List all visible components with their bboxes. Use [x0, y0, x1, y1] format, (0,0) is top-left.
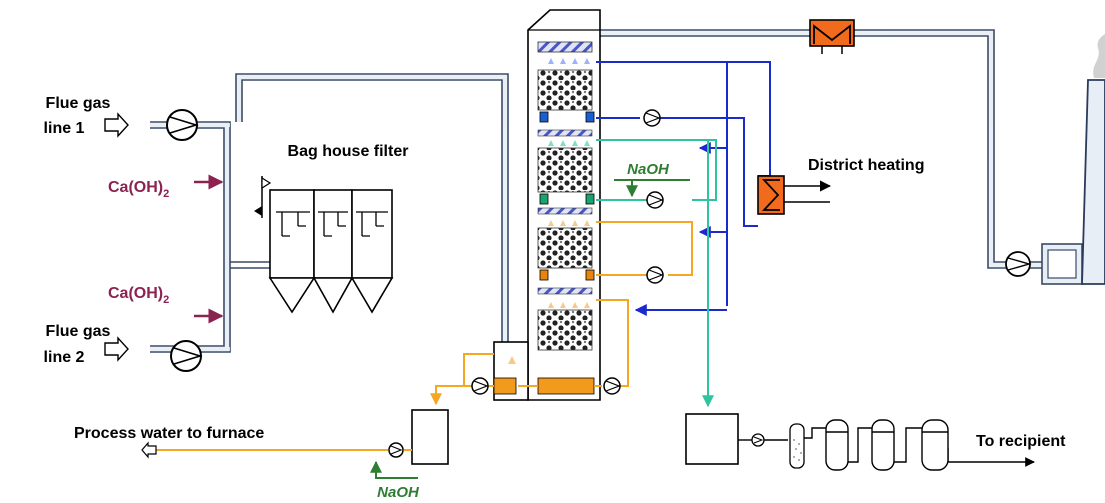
process-water-outlet-arrow: [141, 441, 157, 459]
ca-oh-label-1: Ca(OH)2: [108, 179, 169, 200]
district-heating-label: District heating: [808, 157, 924, 174]
stack-inlet-box: [1041, 243, 1083, 285]
ca-oh-label-1-text: Ca(OH): [108, 179, 163, 196]
orange-loop-pump-icon: [646, 266, 664, 284]
bag-house-filter-unit: [268, 189, 394, 314]
wastewater-pump-icon: [751, 433, 765, 447]
inlet-arrow-line-2: [104, 336, 129, 362]
bag-house-filter-label: Bag house filter: [288, 143, 409, 160]
process-water-label: Process water to furnace: [74, 425, 264, 442]
sand-filter-icon: [789, 423, 805, 469]
blue-heating-loop: [596, 61, 771, 316]
ca-oh-label-2-text: Ca(OH): [108, 285, 163, 302]
naoh-scrubber-label: NaOH: [627, 161, 670, 178]
teal-loop-pump-icon: [646, 191, 664, 209]
flue-gas-line-1-label-b: line 1: [44, 120, 85, 137]
filter-bags: [276, 211, 388, 237]
flue-gas-line-2-label-a: Flue gas: [46, 323, 111, 340]
quench-pump-icon: [471, 377, 489, 395]
wastewater-tank: [685, 413, 739, 465]
ca-oh-label-1-sub: 2: [163, 188, 169, 200]
stack-fan-icon: [1005, 251, 1032, 277]
inlet-arrow-line-1: [104, 112, 129, 138]
blue-loop-pump-icon: [643, 109, 661, 127]
sump-pump-icon: [603, 377, 621, 395]
process-water-tank: [411, 409, 449, 465]
fan-line-1-icon: [166, 109, 199, 141]
process-water-pump-icon: [388, 442, 404, 458]
ca-oh-label-2: Ca(OH)2: [108, 285, 169, 306]
flue-gas-line-2-label-b: line 2: [44, 349, 85, 366]
teal-loop: [596, 139, 717, 408]
orange-loop: [430, 221, 693, 406]
top-heat-exchanger-icon: [809, 19, 855, 54]
treatment-vessels: [825, 419, 949, 471]
scrubber-column: [527, 9, 601, 401]
filter-damper-icon: [254, 176, 272, 218]
flue-gas-line-1-label-a: Flue gas: [46, 95, 111, 112]
naoh-bottom-arrow: [370, 460, 418, 479]
stack-chimney: [1081, 34, 1105, 285]
ca-oh-label-2-sub: 2: [163, 294, 169, 306]
naoh-bottom-label: NaOH: [377, 484, 420, 501]
district-heat-exchanger-icon: [757, 175, 832, 215]
to-recipient-label: To recipient: [976, 433, 1066, 450]
fan-line-2-icon: [170, 340, 203, 372]
quench-inlet: [493, 341, 529, 401]
